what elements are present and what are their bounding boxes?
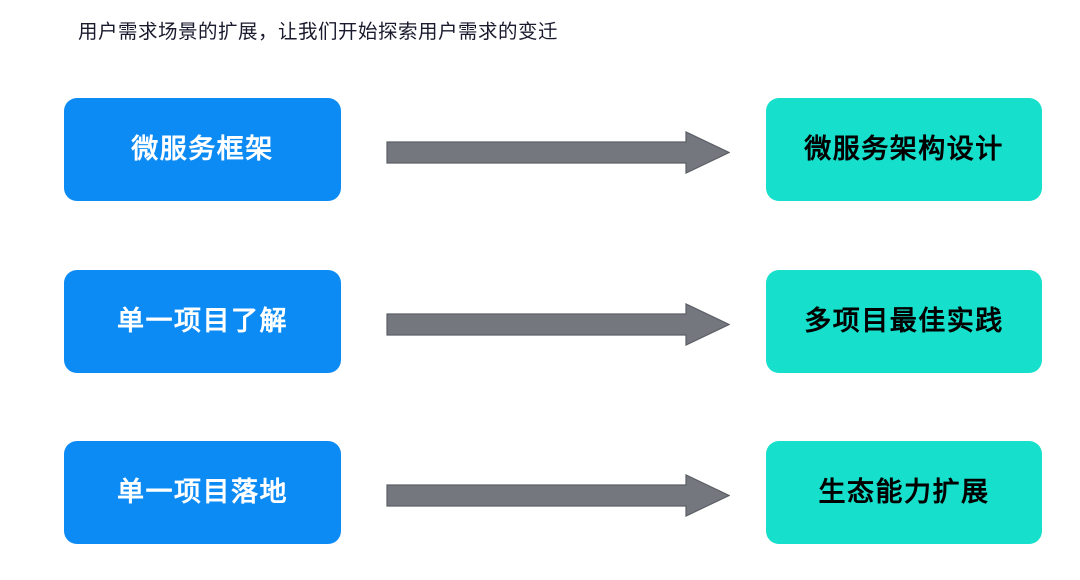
source-box-label: 单一项目了解 (117, 306, 288, 336)
target-box-2[interactable]: 多项目最佳实践 (766, 270, 1042, 373)
transition-row: 单一项目落地 生态能力扩展 (0, 438, 1080, 548)
source-box-3[interactable]: 单一项目落地 (64, 441, 341, 544)
transition-row: 单一项目了解 多项目最佳实践 (0, 267, 1080, 377)
source-box-label: 微服务框架 (131, 134, 274, 164)
target-box-3[interactable]: 生态能力扩展 (766, 441, 1042, 544)
source-box-1[interactable]: 微服务框架 (64, 98, 341, 201)
target-box-label: 多项目最佳实践 (804, 306, 1004, 336)
right-arrow-icon-3 (386, 474, 730, 517)
right-arrow-icon-1 (386, 131, 730, 174)
target-box-label: 微服务架构设计 (804, 134, 1004, 164)
source-box-label: 单一项目落地 (117, 477, 288, 507)
transition-row: 微服务框架 微服务架构设计 (0, 95, 1080, 205)
page-title: 用户需求场景的扩展，让我们开始探索用户需求的变迁 (78, 21, 559, 43)
target-box-label: 生态能力扩展 (818, 477, 990, 507)
target-box-1[interactable]: 微服务架构设计 (766, 98, 1042, 201)
source-box-2[interactable]: 单一项目了解 (64, 270, 341, 373)
right-arrow-icon-2 (386, 303, 730, 346)
